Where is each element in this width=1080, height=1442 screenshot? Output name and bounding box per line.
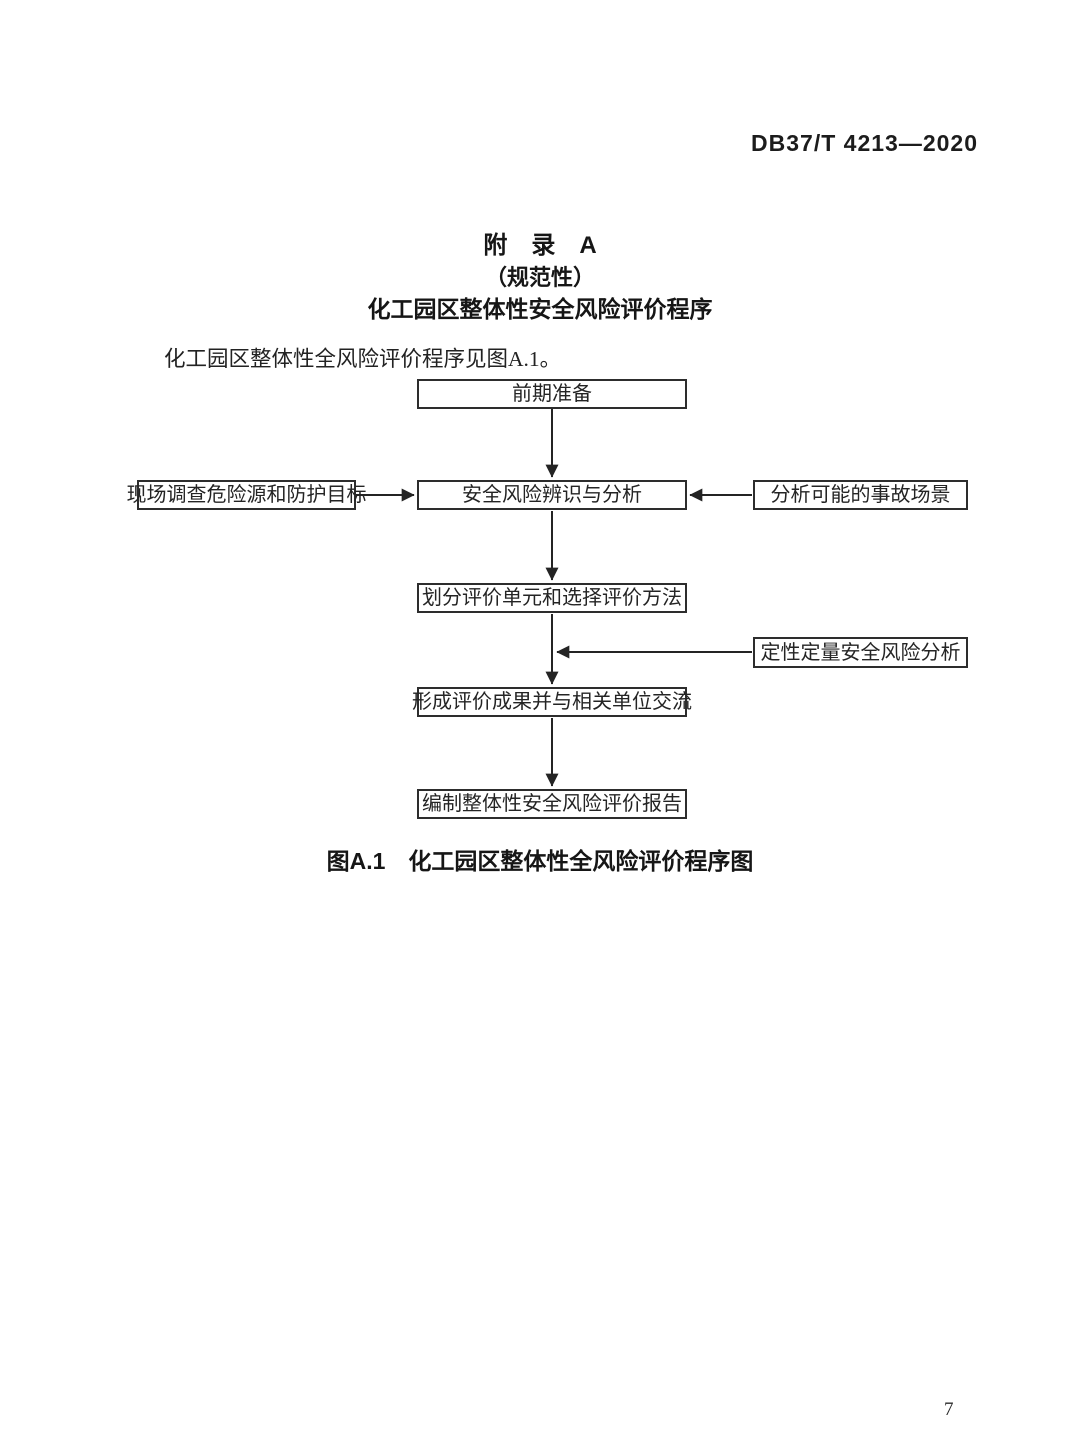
flow-node-site-survey: 现场调查危险源和防护目标 (127, 480, 367, 510)
appendix-normative-label: （规范性） (484, 265, 595, 290)
flow-node-accident-scenarios: 分析可能的事故场景 (753, 480, 968, 510)
standard-code-header: DB37/T 4213—2020 (751, 130, 978, 156)
appendix-subject-title: 化工园区整体性安全风险评价程序 (367, 296, 713, 322)
page-number: 7 (944, 1399, 954, 1420)
figure-caption: 图A.1 化工园区整体性全风险评价程序图 (326, 848, 754, 874)
appendix-title-block: 附 录 A （规范性） 化工园区整体性安全风险评价程序 (0, 229, 1080, 325)
appendix-title-line: 附 录 A (483, 232, 597, 259)
flow-node-unit-division: 划分评价单元和选择评价方法 (417, 583, 687, 613)
flow-node-qualitative-quantitative-analysis: 定性定量安全风险分析 (753, 637, 968, 668)
intro-paragraph: 化工园区整体性全风险评价程序见图A.1。 (164, 347, 562, 371)
flow-node-preparation: 前期准备 (417, 379, 687, 409)
flow-node-risk-identification: 安全风险辨识与分析 (417, 480, 687, 510)
flow-node-report-compilation: 编制整体性安全风险评价报告 (417, 789, 687, 819)
flow-node-results-communication: 形成评价成果并与相关单位交流 (412, 687, 692, 717)
